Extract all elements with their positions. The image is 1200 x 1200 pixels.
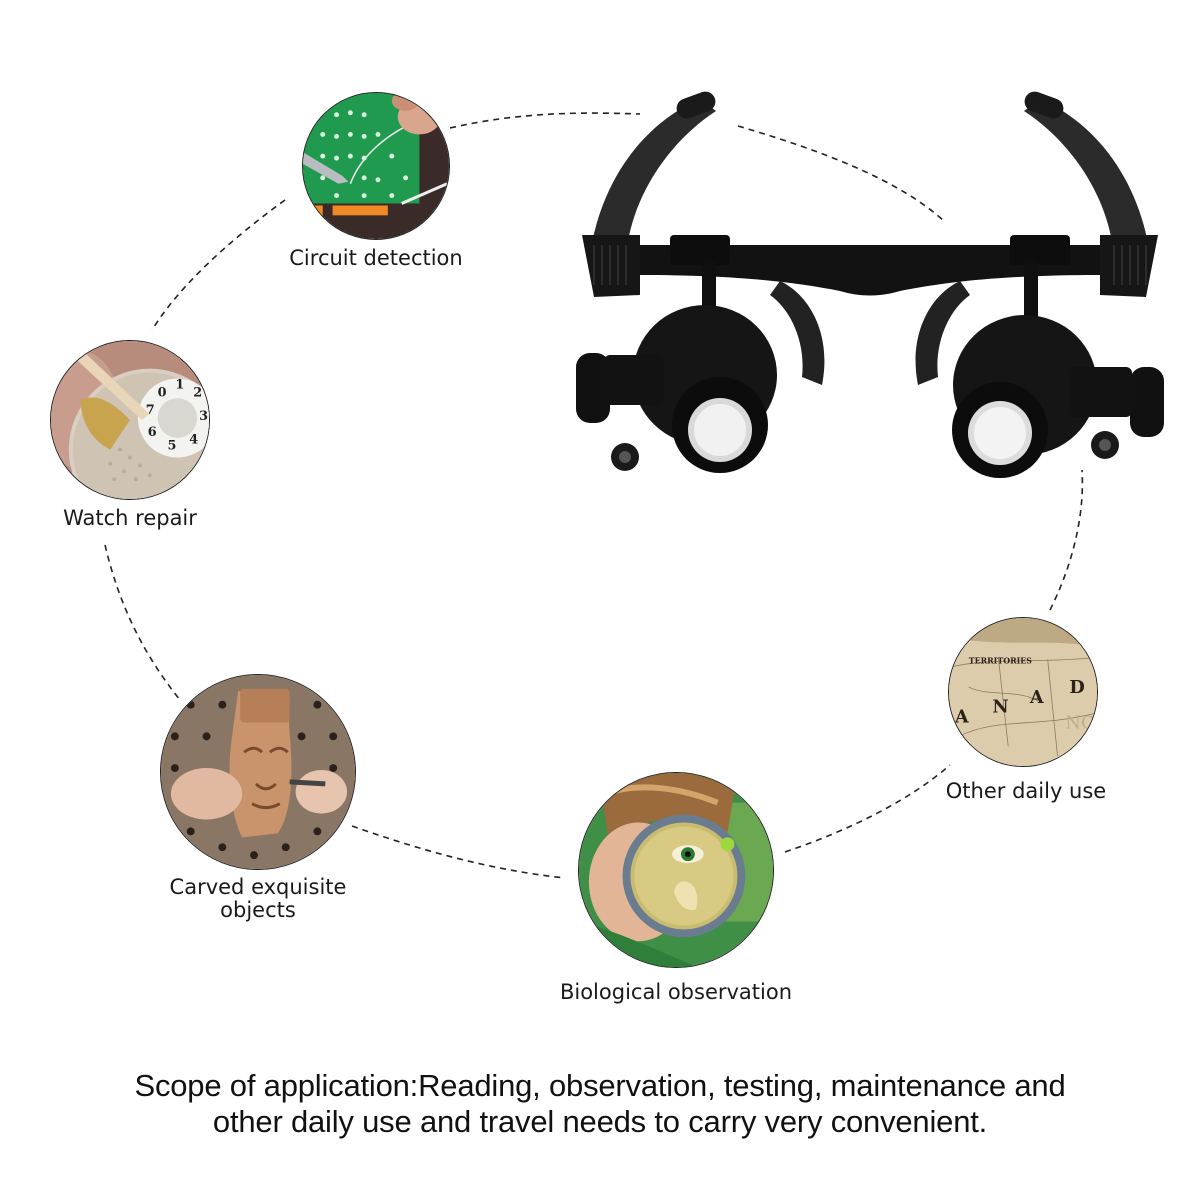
- application-label: Biological observation: [559, 980, 793, 1004]
- glasses-temple-arms: [590, 91, 1150, 255]
- circuit-detection-image: [302, 92, 450, 240]
- caption-line-2: other daily use and travel needs to carr…: [212, 1104, 988, 1139]
- svg-text:1: 1: [175, 377, 184, 392]
- magnifier-glasses-product-image: [576, 91, 1164, 478]
- svg-text:A: A: [1029, 687, 1044, 708]
- svg-text:4: 4: [189, 433, 198, 448]
- svg-text:N: N: [992, 697, 1008, 718]
- svg-text:2: 2: [193, 385, 202, 400]
- svg-text:6: 6: [148, 425, 157, 440]
- scope-of-application-caption: Scope of application:Reading, observatio…: [0, 1068, 1200, 1140]
- left-loupe: [576, 305, 777, 473]
- right-loupe: [952, 315, 1164, 478]
- svg-text:7: 7: [146, 403, 155, 418]
- circuit-board-icon: [303, 93, 449, 239]
- wood-carving-icon: [161, 675, 355, 869]
- svg-text:A: A: [954, 707, 969, 728]
- svg-text:0: 0: [158, 385, 167, 400]
- svg-text:D: D: [1069, 677, 1084, 698]
- carved-objects-image: [160, 674, 356, 870]
- application-label: Circuit detection: [289, 246, 463, 270]
- application-label: Carved exquisite objects: [169, 875, 347, 922]
- svg-text:5: 5: [168, 439, 177, 454]
- svg-text:3: 3: [199, 409, 208, 424]
- biological-observation-image: [578, 772, 774, 968]
- application-label: Watch repair: [63, 506, 197, 530]
- caption-line-1: Scope of application:Reading, observatio…: [134, 1068, 1066, 1103]
- svg-text:TERRITORIES: TERRITORIES: [969, 656, 1033, 665]
- magnifying-glass-child-icon: [579, 773, 773, 967]
- other-daily-use-image: TERRITORIES A N A D NO: [948, 617, 1098, 767]
- application-label: Other daily use: [945, 779, 1107, 803]
- map-icon: TERRITORIES A N A D NO: [949, 618, 1097, 766]
